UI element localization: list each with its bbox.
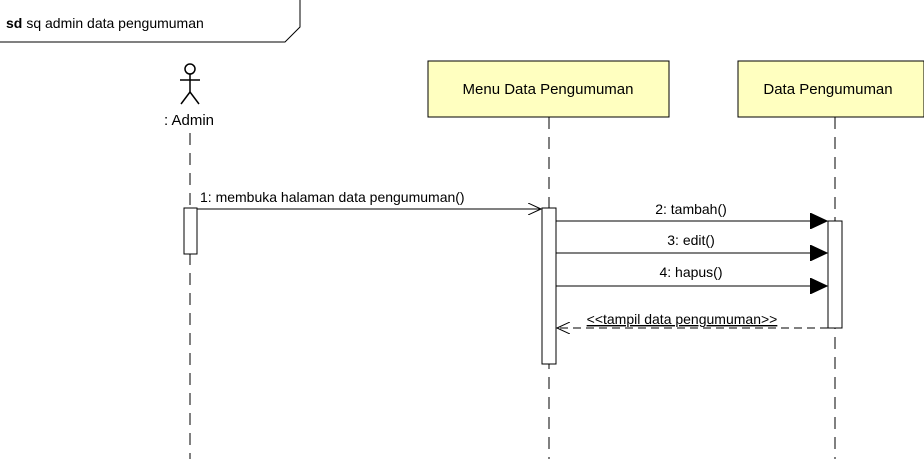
message-2: 2: tambah() — [556, 201, 827, 221]
activation-data — [827, 220, 843, 329]
lifeline-label-data: Data Pengumuman — [763, 81, 892, 98]
actor-label: : Admin — [164, 112, 214, 129]
lifeline-group-data: Data Pengumuman — [737, 60, 924, 459]
lifeline-group-menu: Menu Data Pengumuman — [427, 60, 670, 459]
message-3: 3: edit() — [556, 232, 827, 253]
frame-name: sq admin data pengumuman — [26, 15, 203, 31]
lifeline-box-data — [737, 60, 924, 118]
lifeline-box-menu — [427, 60, 670, 118]
activation-admin — [183, 207, 198, 255]
message-4: 4: hapus() — [556, 264, 827, 286]
lifeline-label-menu: Menu Data Pengumuman — [463, 81, 634, 98]
message-5-label: <<tampil data pengumuman>> — [587, 311, 778, 327]
message-1-label: 1: membuka halaman data pengumuman() — [200, 189, 465, 205]
message-2-label: 2: tambah() — [655, 201, 727, 217]
frame-tab-border — [0, 0, 301, 43]
message-5-return: <<tampil data pengumuman>> — [557, 311, 828, 328]
actor-admin: : Admin — [164, 63, 214, 459]
message-3-label: 3: edit() — [667, 232, 714, 248]
activation-menu — [541, 207, 557, 365]
frame-keyword: sd — [6, 15, 22, 31]
actor-stick-figure-icon — [180, 63, 200, 105]
message-1: 1: membuka halaman data pengumuman() — [197, 189, 541, 209]
message-4-label: 4: hapus() — [659, 264, 722, 280]
